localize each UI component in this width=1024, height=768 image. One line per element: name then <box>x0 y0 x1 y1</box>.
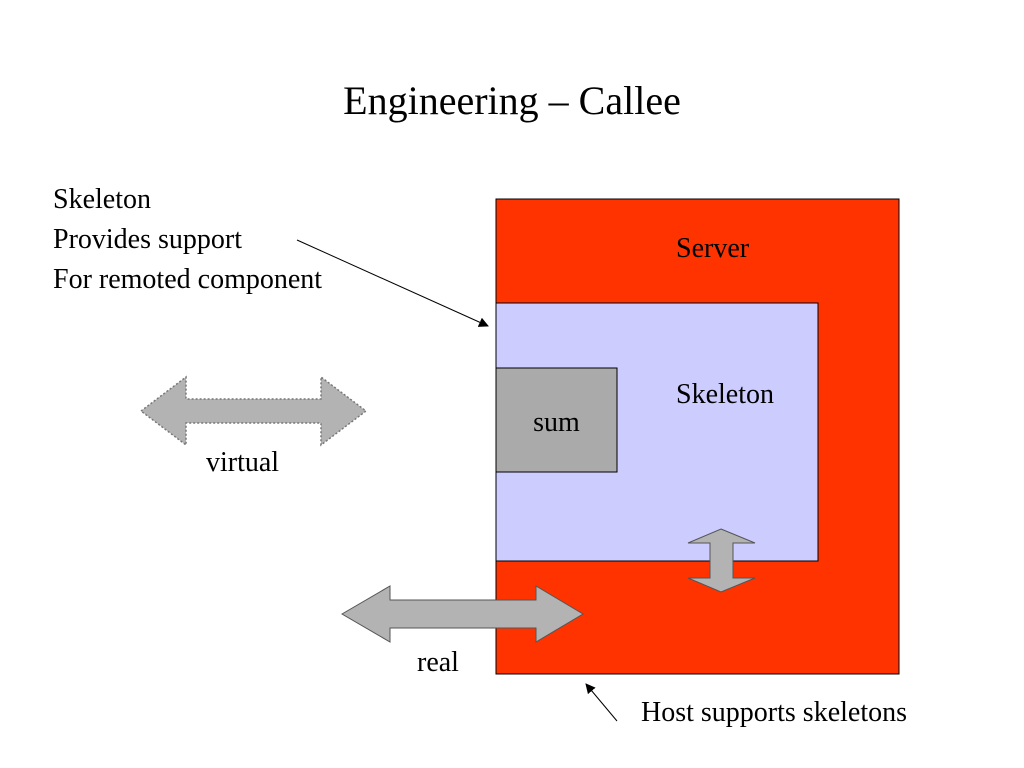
sum-box <box>495 367 618 473</box>
slide-title: Engineering – Callee <box>343 78 681 123</box>
real-double-arrow <box>341 585 584 643</box>
sum-label: sum <box>533 407 580 438</box>
skeleton-note: Skeleton Provides support For remoted co… <box>53 180 322 300</box>
vertical-double-arrow <box>687 528 756 593</box>
host-label: Host supports skeletons <box>641 697 907 728</box>
host-pointer-line <box>585 683 618 722</box>
virtual-label: virtual <box>206 447 280 478</box>
skeleton-label: Skeleton <box>676 379 774 410</box>
skeleton-pointer-line <box>296 239 489 327</box>
virtual-double-arrow <box>139 375 368 447</box>
skeleton-note-line2: Provides support <box>53 224 242 255</box>
skeleton-note-line3: For remoted component <box>53 264 323 295</box>
skeleton-note-line1: Skeleton <box>53 184 151 215</box>
server-label: Server <box>676 233 750 264</box>
real-label: real <box>417 647 459 678</box>
